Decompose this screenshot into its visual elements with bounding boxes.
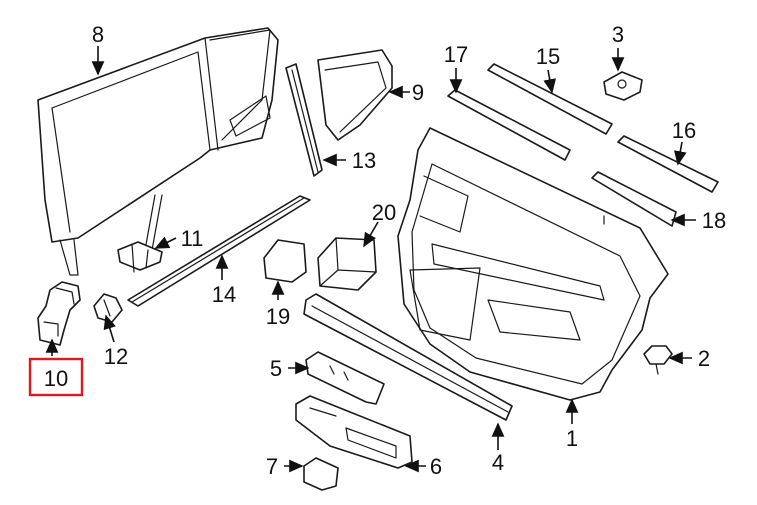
part-14-beltline-strip[interactable]: [127, 195, 311, 307]
callout-17[interactable]: 17: [444, 42, 468, 67]
part-1-door-trim-panel[interactable]: [397, 127, 669, 401]
callout-9[interactable]: 9: [412, 80, 424, 105]
part-8-door-glass[interactable]: [37, 27, 279, 276]
part-12-grommet[interactable]: [93, 293, 123, 323]
callout-10[interactable]: 10: [44, 366, 68, 391]
callout-2[interactable]: 2: [698, 346, 710, 371]
part-18-strip[interactable]: [591, 171, 677, 227]
leader-16: [673, 141, 687, 166]
leader-15: [543, 69, 557, 94]
callout-19[interactable]: 19: [266, 304, 290, 329]
callout-6[interactable]: 6: [430, 454, 442, 479]
callout-4[interactable]: 4: [492, 450, 504, 475]
callout-11[interactable]: 11: [181, 226, 204, 251]
leader-20: [363, 221, 379, 248]
part-15-strip[interactable]: [487, 63, 613, 135]
callout-labels: 8 9 13 11 14 12 10 17 15 3 16 18 20 19 1…: [44, 22, 726, 479]
leader-lines: [45, 46, 696, 473]
part-20-switch[interactable]: [317, 237, 377, 291]
callout-20[interactable]: 20: [372, 200, 396, 225]
leader-12: [103, 314, 116, 343]
part-6-switch-bezel[interactable]: [295, 395, 413, 469]
part-10-bracket[interactable]: [37, 281, 81, 346]
callout-5[interactable]: 5: [270, 356, 282, 381]
leader-11: [154, 236, 177, 249]
callout-13[interactable]: 13: [352, 148, 376, 173]
part-2-grommet[interactable]: [643, 345, 673, 375]
part-11-clip[interactable]: [117, 241, 163, 273]
callout-15[interactable]: 15: [536, 44, 560, 69]
callout-3[interactable]: 3: [612, 22, 624, 47]
part-13-division-bar[interactable]: [285, 63, 323, 177]
callout-16[interactable]: 16: [672, 118, 696, 143]
callout-12[interactable]: 12: [104, 344, 128, 369]
callout-7[interactable]: 7: [266, 454, 278, 479]
callout-1[interactable]: 1: [566, 426, 578, 451]
callout-10-highlight-box: [28, 357, 84, 397]
part-9-quarter-glass[interactable]: [317, 49, 393, 141]
part-19-switch[interactable]: [263, 239, 307, 283]
part-4-armrest-trim[interactable]: [303, 293, 513, 421]
callout-14[interactable]: 14: [212, 282, 236, 307]
callout-8[interactable]: 8: [92, 22, 104, 47]
callout-18[interactable]: 18: [702, 208, 726, 233]
part-7-block[interactable]: [303, 457, 339, 491]
part-16-strip[interactable]: [617, 135, 719, 193]
part-5-trim-piece[interactable]: [305, 351, 385, 405]
part-3-clip[interactable]: [603, 71, 643, 101]
